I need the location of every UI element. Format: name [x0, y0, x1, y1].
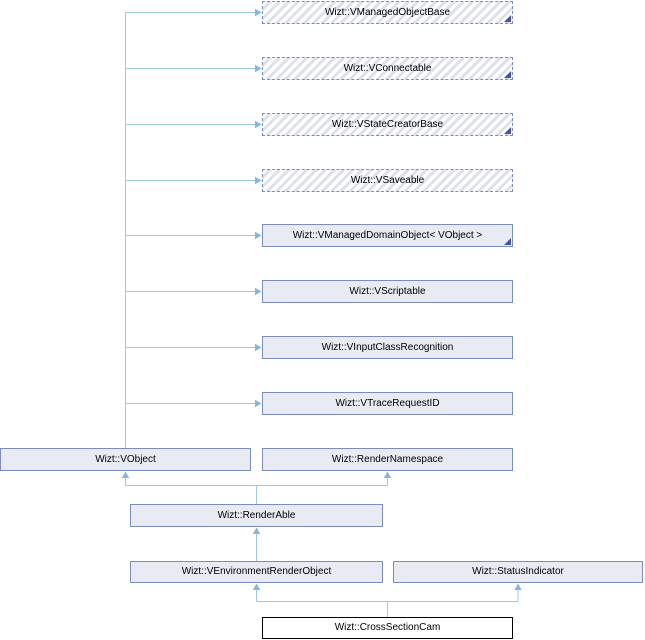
class-node-vtracerequestid[interactable]: Wizt::VTraceRequestID [262, 392, 513, 415]
class-node-label: Wizt::CrossSectionCam [334, 622, 441, 633]
truncated-node-corner-icon [504, 71, 511, 78]
truncated-node-corner-icon [504, 15, 511, 22]
class-node-label: Wizt::VTraceRequestID [335, 397, 440, 409]
class-node-label: Wizt::VManagedDomainObject< VObject > [292, 229, 483, 241]
class-node-renderable[interactable]: Wizt::RenderAble [130, 504, 383, 527]
class-node-label: Wizt::VManagedObjectBase [324, 6, 451, 18]
class-node-label: Wizt::VEnvironmentRenderObject [181, 566, 332, 577]
class-node-rendernamespace[interactable]: Wizt::RenderNamespace [262, 448, 513, 471]
class-node-label: Wizt::VStateCreatorBase [331, 118, 444, 130]
truncated-node-corner-icon [504, 127, 511, 134]
class-node-venvironmentrenderobject[interactable]: Wizt::VEnvironmentRenderObject [130, 561, 383, 583]
class-node-label: Wizt::VScriptable [349, 285, 426, 297]
class-node-label: Wizt::VConnectable [343, 62, 432, 74]
class-node-vconnectable[interactable]: Wizt::VConnectable [262, 57, 513, 80]
class-node-vobject[interactable]: Wizt::VObject [0, 448, 251, 471]
class-node-vsaveable[interactable]: Wizt::VSaveable [262, 169, 513, 192]
class-node-label: Wizt::VSaveable [350, 174, 425, 186]
truncated-node-corner-icon [504, 238, 511, 245]
class-node-statusindicator[interactable]: Wizt::StatusIndicator [393, 561, 643, 583]
class-node-crosssectioncam: Wizt::CrossSectionCam [262, 617, 513, 639]
class-node-label: Wizt::VObject [95, 453, 156, 465]
class-node-label: Wizt::VInputClassRecognition [321, 341, 454, 353]
class-node-label: Wizt::StatusIndicator [472, 566, 564, 577]
class-node-vinputclassrecognition[interactable]: Wizt::VInputClassRecognition [262, 336, 513, 359]
class-node-label: Wizt::RenderAble [217, 509, 296, 521]
class-node-vscriptable[interactable]: Wizt::VScriptable [262, 280, 513, 303]
class-node-vmanageddomainobject[interactable]: Wizt::VManagedDomainObject< VObject > [262, 224, 513, 247]
class-node-vstatecreatorbase[interactable]: Wizt::VStateCreatorBase [262, 113, 513, 136]
class-node-vmanagedobjectbase[interactable]: Wizt::VManagedObjectBase [262, 1, 513, 24]
class-node-label: Wizt::RenderNamespace [331, 453, 444, 465]
